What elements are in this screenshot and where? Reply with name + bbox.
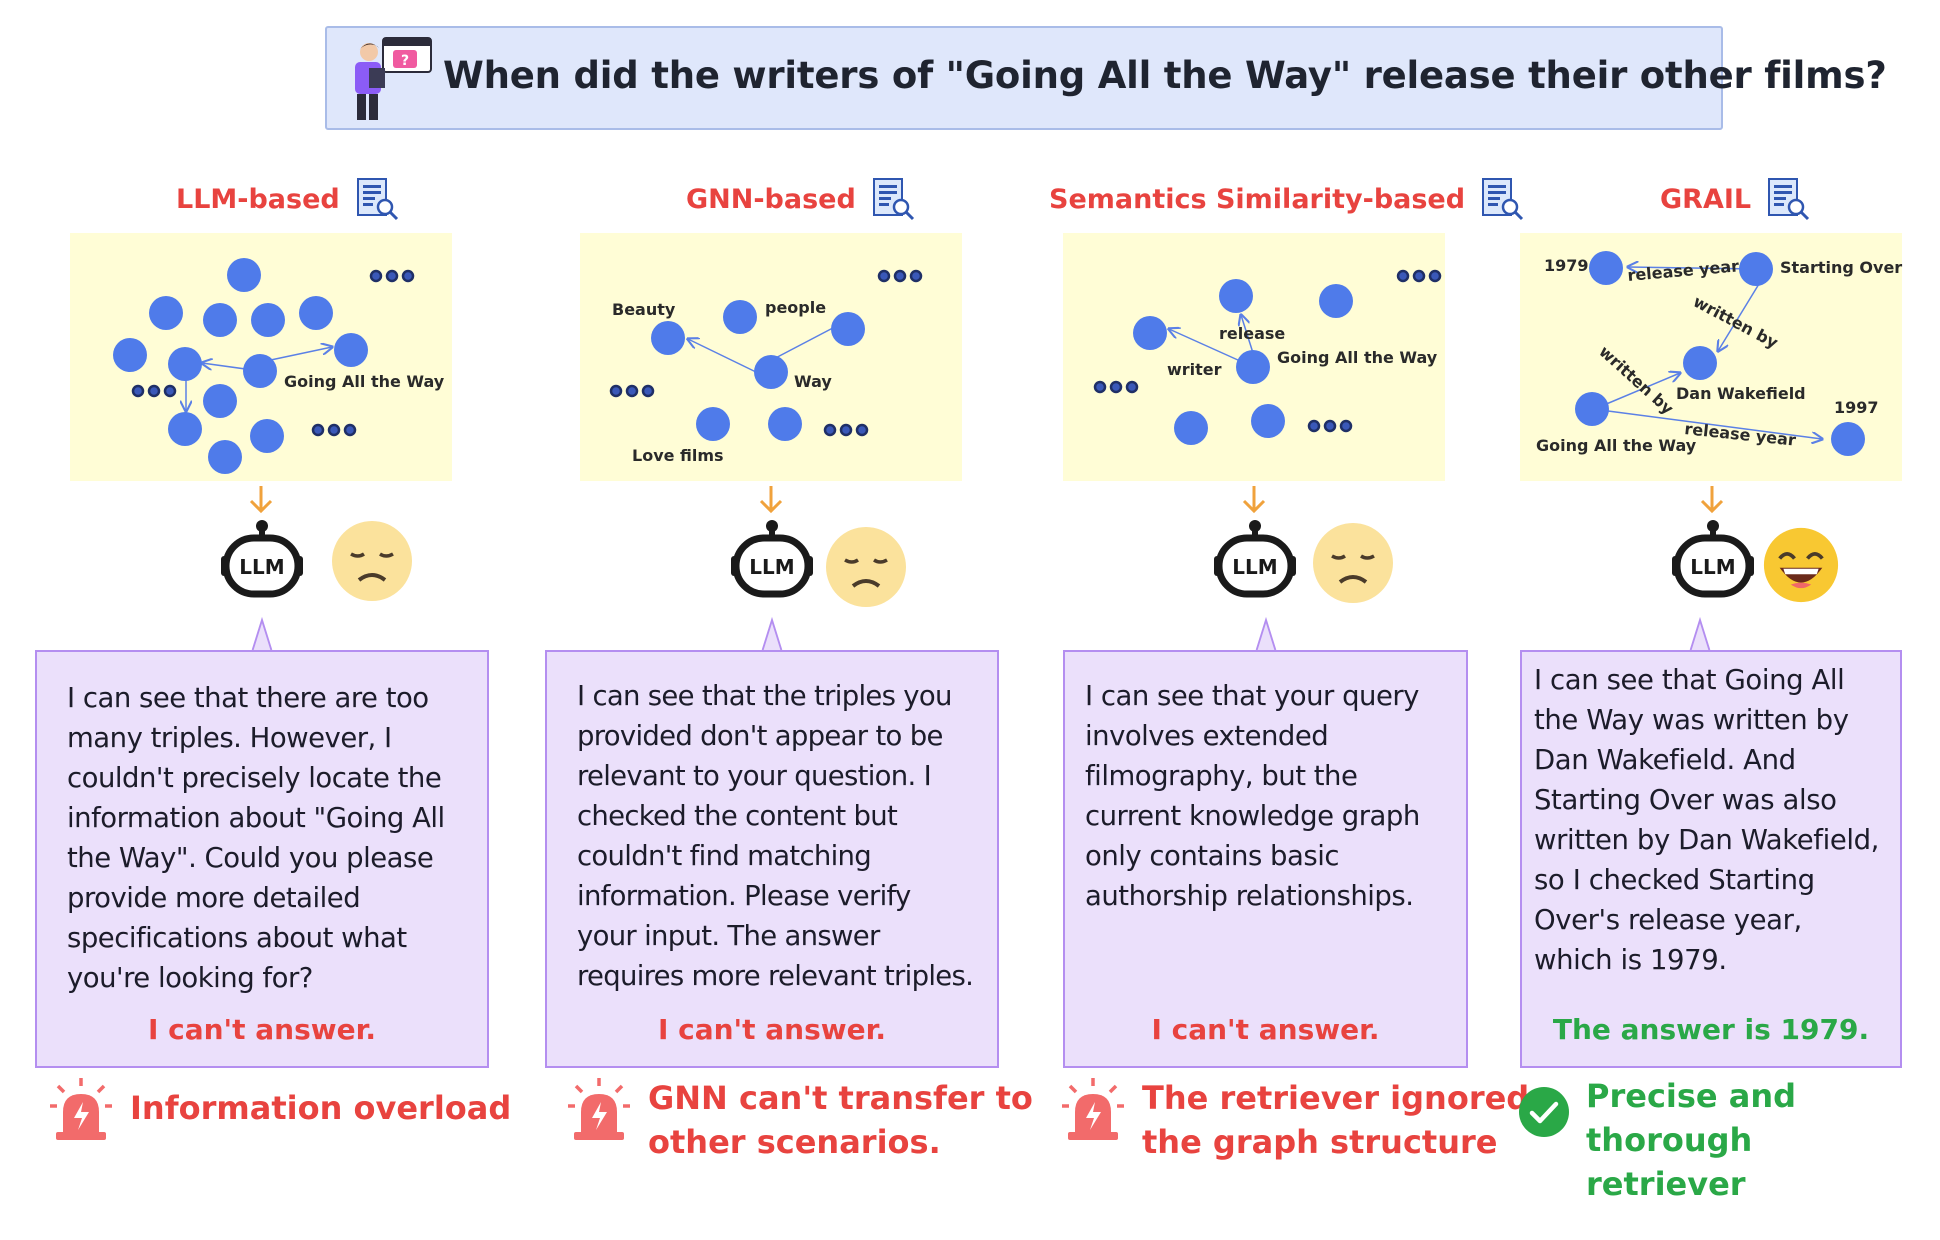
method-header-gnn: GNN-based bbox=[686, 175, 916, 223]
llm-robot-icon: LLM bbox=[1214, 520, 1296, 598]
alarm-icon bbox=[50, 1078, 112, 1140]
document-search-icon bbox=[1768, 178, 1810, 221]
check-icon bbox=[1519, 1087, 1569, 1137]
method-title: LLM-based bbox=[176, 183, 340, 215]
graph-diagram: 1979 release year Starting Over written … bbox=[1536, 251, 1902, 456]
graph-panel-gnn: Beauty people Way Love films bbox=[580, 233, 962, 481]
method-header-grail: GRAIL bbox=[1660, 175, 1811, 223]
bubble-tail bbox=[1689, 616, 1711, 651]
sad-face-icon bbox=[332, 521, 412, 601]
node-label: Way bbox=[794, 372, 832, 391]
node-label: Love films bbox=[632, 446, 724, 465]
method-title: GRAIL bbox=[1660, 183, 1752, 215]
node-label: release bbox=[1219, 324, 1285, 343]
graph-panel-semantics: release writer Going All the Way bbox=[1063, 233, 1445, 481]
alarm-icon bbox=[568, 1078, 630, 1140]
bubble-tail bbox=[251, 616, 273, 651]
method-title: Semantics Similarity-based bbox=[1049, 183, 1466, 215]
edge-label: release year bbox=[1684, 419, 1797, 450]
node-label: writer bbox=[1167, 360, 1222, 379]
footer-text: Information overload bbox=[130, 1089, 512, 1127]
node-label: people bbox=[765, 298, 826, 317]
node-label: Going All the Way bbox=[1536, 436, 1697, 455]
graph-diagram: Going All the Way bbox=[113, 258, 445, 474]
verdict-text: I can't answer. bbox=[657, 1013, 887, 1046]
node-label: 1997 bbox=[1834, 398, 1879, 417]
bubble-tail bbox=[1255, 616, 1277, 651]
robot-label: LLM bbox=[1690, 555, 1735, 579]
question-banner: ? When did the writers of "Going All the… bbox=[325, 26, 1887, 130]
robot-label: LLM bbox=[749, 555, 794, 579]
llm-robot-icon: LLM bbox=[731, 520, 813, 598]
node-label: Going All the Way bbox=[1277, 348, 1438, 367]
graph-nodes bbox=[113, 258, 368, 474]
graph-panel-grail: 1979 release year Starting Over written … bbox=[1520, 233, 1902, 481]
ellipsis-dots bbox=[1093, 269, 1442, 433]
llm-robot-icon: LLM bbox=[1672, 520, 1754, 598]
document-search-icon bbox=[356, 178, 398, 221]
down-arrow-icon bbox=[1700, 486, 1724, 514]
edge-label: written by bbox=[1690, 292, 1782, 353]
down-arrow-icon bbox=[249, 486, 273, 514]
down-arrow-icon bbox=[1242, 486, 1266, 514]
node-label: Dan Wakefield bbox=[1676, 384, 1806, 403]
robot-label: LLM bbox=[1232, 555, 1277, 579]
happy-face-icon bbox=[1763, 527, 1839, 603]
node-label: Going All the Way bbox=[284, 372, 445, 391]
person-with-question-icon: ? bbox=[355, 37, 432, 120]
method-title: GNN-based bbox=[686, 183, 856, 215]
robot-label: LLM bbox=[239, 555, 284, 579]
edge-label: release year bbox=[1627, 256, 1740, 285]
graph-nodes bbox=[1575, 251, 1865, 456]
down-arrow-icon bbox=[759, 486, 783, 514]
graph-panel-llm: Going All the Way bbox=[70, 233, 452, 481]
ellipsis-dots bbox=[609, 269, 923, 437]
sad-face-icon bbox=[1313, 523, 1393, 603]
llm-robot-icon: LLM bbox=[221, 520, 303, 598]
node-label: Beauty bbox=[612, 300, 676, 319]
node-label: Starting Over bbox=[1780, 258, 1902, 277]
question-text: When did the writers of "Going All the W… bbox=[443, 54, 1887, 97]
method-header-llm: LLM-based bbox=[176, 175, 400, 223]
graph-nodes bbox=[1133, 279, 1353, 445]
ellipsis-dots bbox=[131, 269, 415, 437]
bubble-tail bbox=[761, 616, 783, 651]
alarm-icon bbox=[1062, 1078, 1124, 1140]
document-search-icon bbox=[1482, 178, 1524, 221]
verdict-text: I can't answer. bbox=[1151, 1013, 1380, 1046]
footer-note-llm: Information overload bbox=[48, 1076, 511, 1142]
graph-nodes bbox=[651, 300, 865, 441]
verdict-text: The answer is 1979. bbox=[1552, 1013, 1870, 1046]
method-header-semantics: Semantics Similarity-based bbox=[1049, 175, 1525, 223]
svg-text:?: ? bbox=[401, 53, 409, 69]
node-label: 1979 bbox=[1544, 256, 1589, 275]
graph-diagram: Beauty people Way Love films bbox=[609, 269, 923, 465]
graph-diagram: release writer Going All the Way bbox=[1093, 269, 1442, 445]
document-search-icon bbox=[872, 178, 914, 221]
sad-face-icon bbox=[826, 527, 906, 607]
verdict-text: I can't answer. bbox=[147, 1013, 377, 1046]
